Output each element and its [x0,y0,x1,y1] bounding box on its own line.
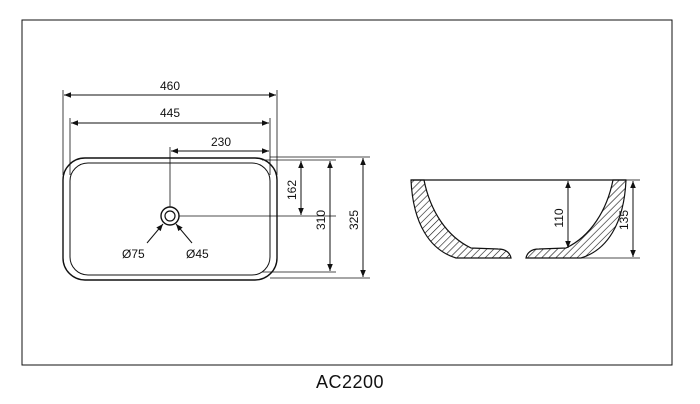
dim-445-label: 445 [160,106,180,120]
dim-230-label: 230 [211,135,231,149]
dim-45-leader [175,223,193,244]
plan-view: 460 445 230 162 310 325 Ø75 Ø45 [62,79,370,281]
dim-75-leader [146,223,164,244]
drain-outer-ring [160,206,180,226]
section-view: 110 135 [410,179,640,259]
section-left-wall [410,179,512,259]
dim-45-label: Ø45 [186,247,209,261]
dim-325-label: 325 [347,210,361,230]
section-right-wall [525,179,627,259]
drain-inner-ring [164,210,176,222]
drawing-frame [21,19,673,366]
model-number: AC2200 [315,372,385,392]
dim-110-label: 110 [552,208,566,227]
dim-135-label: 135 [617,210,631,230]
dim-310-label: 310 [314,210,328,230]
dim-460-label: 460 [160,79,180,93]
dim-162-label: 162 [285,180,299,200]
dim-75-label: Ø75 [122,247,145,261]
